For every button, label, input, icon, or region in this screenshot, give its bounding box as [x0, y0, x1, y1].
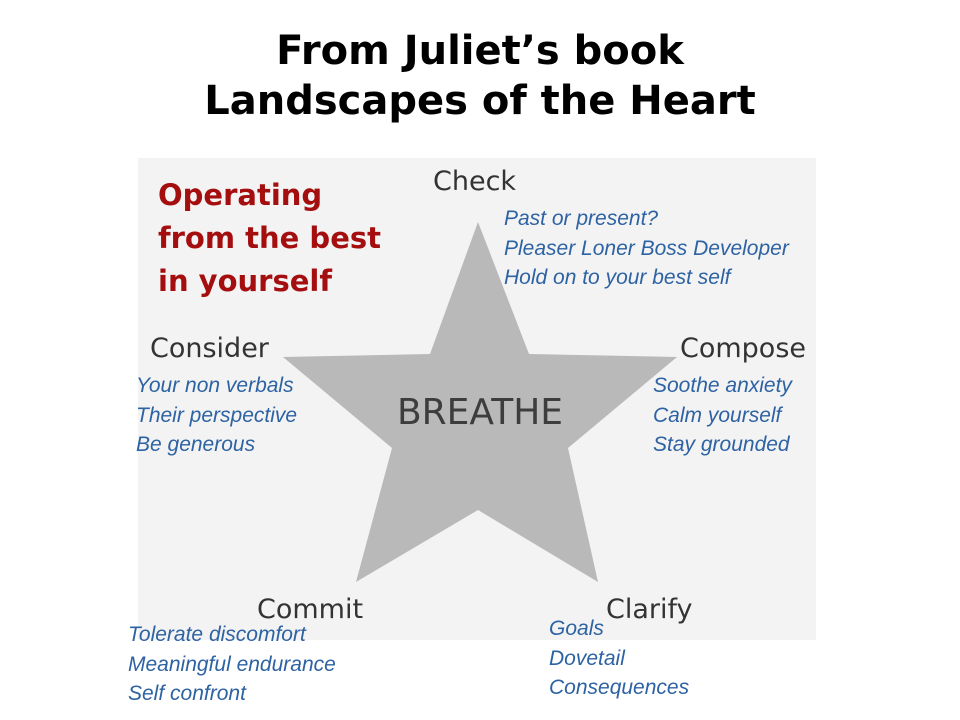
center-label: BREATHE	[396, 392, 564, 433]
note-item: Soothe anxiety	[653, 374, 792, 397]
subtitle-line-3: in yourself	[158, 264, 332, 298]
subtitle-line-2: from the best	[158, 221, 381, 255]
subtitle-line-1: Operating	[158, 178, 323, 212]
note-item: Pleaser Loner Boss Developer	[504, 236, 789, 260]
node-label-consider: Consider	[150, 333, 269, 364]
note-item: Self confront	[128, 682, 246, 705]
note-item: Be generous	[136, 433, 256, 456]
note-item: Tolerate discomfort	[128, 623, 306, 646]
note-item: Meaningful endurance	[128, 652, 336, 676]
note-item: Dovetail	[549, 646, 625, 670]
note-item: Their perspective	[136, 403, 298, 427]
node-label-check: Check	[433, 166, 517, 197]
note-item: Stay grounded	[653, 433, 790, 456]
note-item: Consequences	[549, 676, 690, 699]
note-item: Calm yourself	[653, 403, 782, 427]
page-title-line-2: Landscapes of the Heart	[204, 78, 756, 124]
node-label-commit: Commit	[257, 594, 364, 625]
note-item: Your non verbals	[136, 374, 294, 397]
notes-clarify: Goals Dovetail Consequences	[549, 614, 689, 703]
node-label-compose: Compose	[680, 333, 807, 364]
notes-check: Past or present? Pleaser Loner Boss Deve…	[504, 204, 789, 293]
notes-commit: Tolerate discomfort Meaningful endurance…	[128, 620, 336, 709]
node-label-clarify: Clarify	[606, 594, 693, 625]
note-item: Hold on to your best self	[504, 266, 731, 289]
breathe-star	[283, 222, 677, 582]
notes-consider: Your non verbals Their perspective Be ge…	[136, 371, 297, 460]
subtitle: Operating from the best in yourself	[158, 174, 381, 303]
note-item: Goals	[549, 617, 604, 640]
notes-compose: Soothe anxiety Calm yourself Stay ground…	[653, 371, 792, 460]
page-title-line-1: From Juliet’s book	[276, 28, 684, 74]
note-item: Past or present?	[504, 207, 659, 230]
